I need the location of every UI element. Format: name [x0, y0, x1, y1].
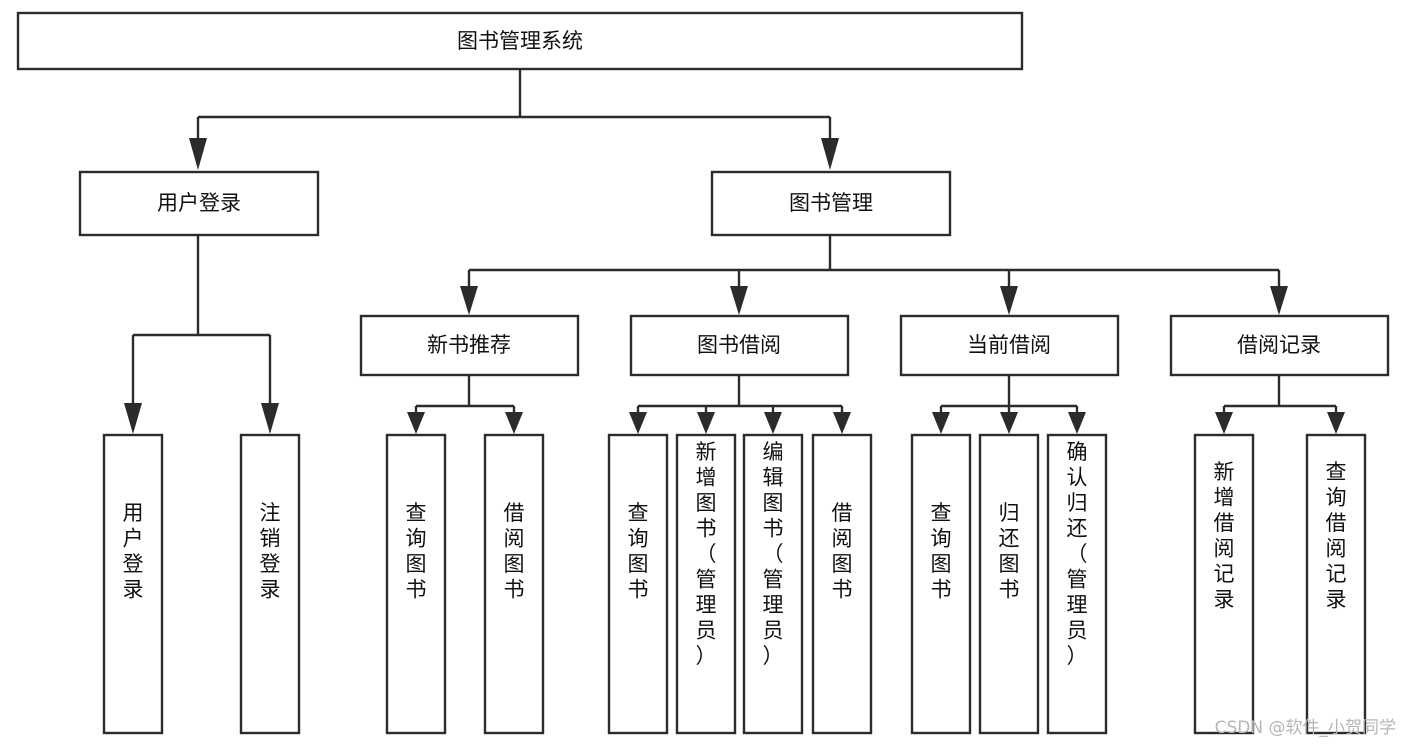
leaf-borrow-book-box[interactable] [811, 433, 873, 735]
leaf-user-login-box[interactable] [102, 433, 164, 735]
leaf-borrow-query-book[interactable]: 查询图书 [607, 433, 669, 735]
node-root[interactable]: 图书管理系统 [16, 11, 1024, 71]
node-user-login-box[interactable] [78, 170, 320, 237]
arrow-head-borrow-book [833, 412, 851, 434]
leaf-add-book-admin-box[interactable] [675, 433, 737, 735]
node-current-borrow[interactable]: 当前借阅 [899, 314, 1120, 377]
leaf-cur-query-book-box[interactable] [910, 433, 972, 735]
leaf-rec-borrow-book-box[interactable] [483, 433, 545, 735]
arrow-head-add-book-admin [697, 412, 715, 434]
leaf-edit-book-admin-label: 编辑图书（管理员） [763, 440, 784, 668]
leaf-edit-book-admin-box[interactable] [742, 433, 804, 735]
node-book-borrow[interactable]: 图书借阅 [629, 314, 850, 377]
leaf-borrow-query-book-label: 查询图书 [628, 501, 649, 602]
leaf-cur-query-book-label: 查询图书 [931, 501, 952, 602]
leaf-logout-login-box[interactable] [239, 433, 301, 735]
leaf-cur-query-book[interactable]: 查询图书 [910, 433, 972, 735]
leaf-add-book-admin[interactable]: 新增图书（管理员） [675, 433, 737, 735]
node-book-manage-box[interactable] [710, 170, 952, 237]
node-user-login[interactable]: 用户登录 [78, 170, 320, 237]
arrow-head-query-borrow-record [1327, 412, 1345, 434]
leaf-add-borrow-record[interactable]: 新增借阅记录 [1193, 433, 1255, 735]
leaf-query-borrow-record[interactable]: 查询借阅记录 [1305, 433, 1367, 735]
arrow-head-book-borrow [730, 286, 748, 315]
leaf-add-borrow-record-label: 新增借阅记录 [1214, 460, 1235, 612]
arrow-head-borrow-query-book [629, 412, 647, 434]
csdn-watermark: CSDN @软件_小贺同学 [1215, 718, 1396, 738]
leaf-rec-query-book[interactable]: 查询图书 [385, 433, 447, 735]
node-borrow-record[interactable]: 借阅记录 [1169, 314, 1390, 377]
leaf-rec-query-book-label: 查询图书 [406, 501, 427, 602]
leaf-logout-login-label: 注销登录 [260, 501, 281, 602]
leaf-query-borrow-record-box[interactable] [1305, 433, 1367, 735]
arrow-head-leaf-user-login [124, 403, 142, 434]
node-user-login-label: 用户登录 [157, 191, 241, 215]
arrow-head-confirm-return-admin [1068, 412, 1086, 434]
node-new-book-rec-label: 新书推荐 [427, 333, 511, 357]
leaf-add-borrow-record-box[interactable] [1193, 433, 1255, 735]
node-root-box[interactable] [16, 11, 1024, 71]
leaf-user-login[interactable]: 用户登录 [102, 433, 164, 735]
leaf-borrow-book-label: 借阅图书 [832, 501, 853, 602]
leaf-edit-book-admin[interactable]: 编辑图书（管理员） [742, 433, 804, 735]
leaf-return-book[interactable]: 归还图书 [978, 433, 1040, 735]
leaf-rec-query-book-box[interactable] [385, 433, 447, 735]
leaf-logout-login[interactable]: 注销登录 [239, 433, 301, 735]
arrow-head-add-borrow-record [1215, 412, 1233, 434]
leaf-borrow-book[interactable]: 借阅图书 [811, 433, 873, 735]
arrow-head-book-manage [821, 138, 839, 170]
node-book-manage[interactable]: 图书管理 [710, 170, 952, 237]
leaf-borrow-query-book-box[interactable] [607, 433, 669, 735]
arrow-head-new-book-rec [460, 286, 478, 315]
arrow-head-current-borrow [1000, 286, 1018, 315]
node-borrow-record-label: 借阅记录 [1237, 333, 1321, 357]
arrow-head-return-book [1000, 412, 1018, 434]
arrow-head-edit-book-admin [764, 412, 782, 434]
arrow-head-user-login [189, 138, 207, 170]
leaf-confirm-return-admin-label: 确认归还（管理员） [1067, 440, 1088, 668]
leaf-user-login-label: 用户登录 [123, 501, 144, 602]
leaf-add-book-admin-label: 新增图书（管理员） [696, 440, 717, 668]
node-current-borrow-box[interactable] [899, 314, 1120, 377]
node-new-book-rec-box[interactable] [359, 314, 580, 377]
arrow-head-rec-query-book [407, 412, 425, 434]
node-book-borrow-box[interactable] [629, 314, 850, 377]
leaf-return-book-box[interactable] [978, 433, 1040, 735]
node-borrow-record-box[interactable] [1169, 314, 1390, 377]
node-book-borrow-label: 图书借阅 [697, 333, 781, 357]
leaf-return-book-label: 归还图书 [999, 501, 1020, 602]
node-current-borrow-label: 当前借阅 [967, 333, 1051, 357]
arrow-head-rec-borrow-book [505, 412, 523, 434]
leaf-query-borrow-record-label: 查询借阅记录 [1326, 460, 1347, 612]
arrow-head-cur-query-book [932, 412, 950, 434]
arrow-head-leaf-logout-login [261, 403, 279, 434]
arrow-head-borrow-record [1270, 286, 1288, 315]
node-new-book-rec[interactable]: 新书推荐 [359, 314, 580, 377]
leaf-confirm-return-admin-box[interactable] [1046, 433, 1108, 735]
node-root-label: 图书管理系统 [457, 29, 583, 53]
leaf-rec-borrow-book[interactable]: 借阅图书 [483, 433, 545, 735]
leaf-confirm-return-admin[interactable]: 确认归还（管理员） [1046, 433, 1108, 735]
connector-layer [124, 68, 1345, 434]
leaf-rec-borrow-book-label: 借阅图书 [504, 501, 525, 602]
node-book-manage-label: 图书管理 [789, 191, 873, 215]
